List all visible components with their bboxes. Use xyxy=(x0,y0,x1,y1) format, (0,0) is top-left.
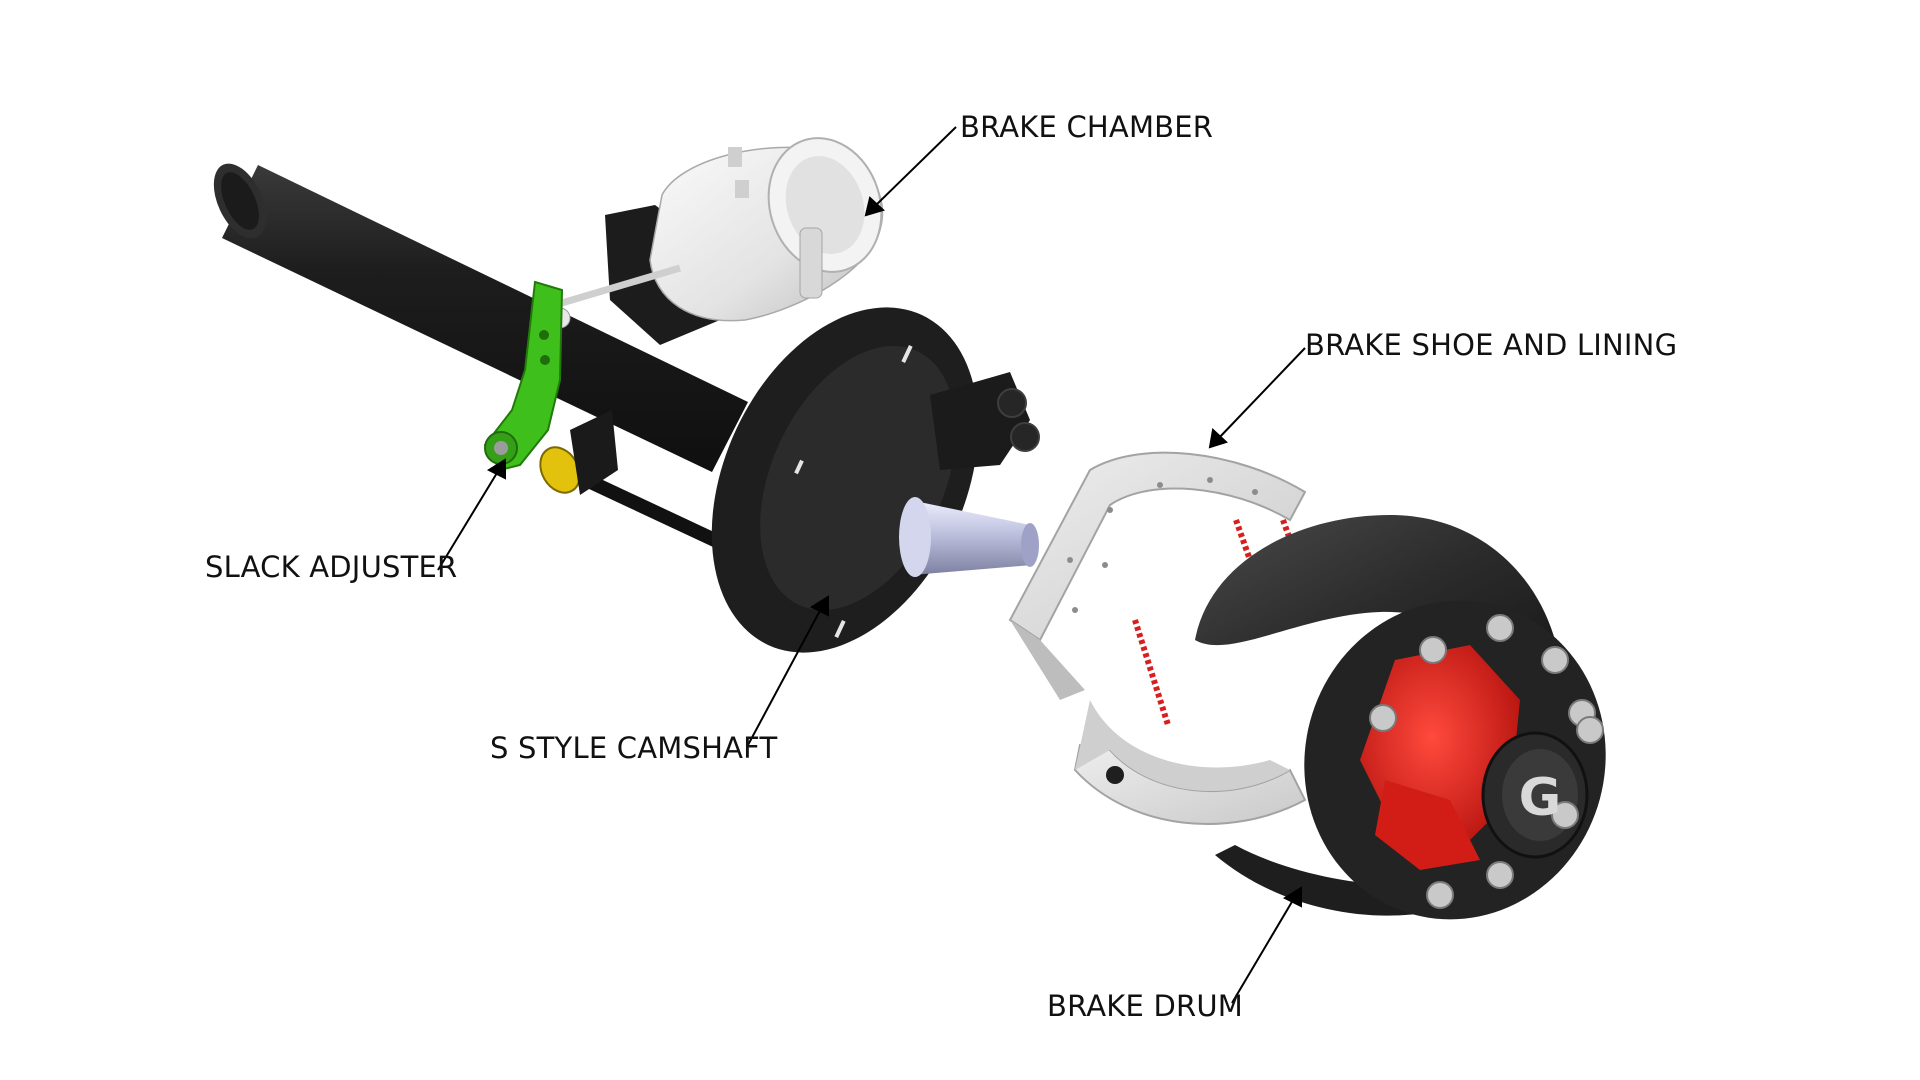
brake-spider-dust-shield xyxy=(711,307,1040,653)
hub-logo: G xyxy=(1519,768,1562,828)
label-brake-chamber: BRAKE CHAMBER xyxy=(960,110,1214,144)
leader-lines xyxy=(437,126,1306,1004)
brake-shoe-upper xyxy=(1008,451,1307,700)
wheel-hub xyxy=(1360,614,1604,909)
slack-adjuster xyxy=(483,280,564,472)
brake-chamber xyxy=(549,137,884,329)
label-brake-shoe-and-lining: BRAKE SHOE AND LINING xyxy=(1305,328,1678,362)
label-brake-drum: BRAKE DRUM xyxy=(1047,989,1243,1023)
label-slack-adjuster: SLACK ADJUSTER xyxy=(205,550,458,584)
axle-spindle xyxy=(899,497,1039,577)
wheel-studs xyxy=(1369,614,1604,909)
brake-shoe-lower xyxy=(1073,700,1307,825)
label-s-style-camshaft: S STYLE CAMSHAFT xyxy=(490,731,778,765)
axle-tube xyxy=(213,163,748,472)
